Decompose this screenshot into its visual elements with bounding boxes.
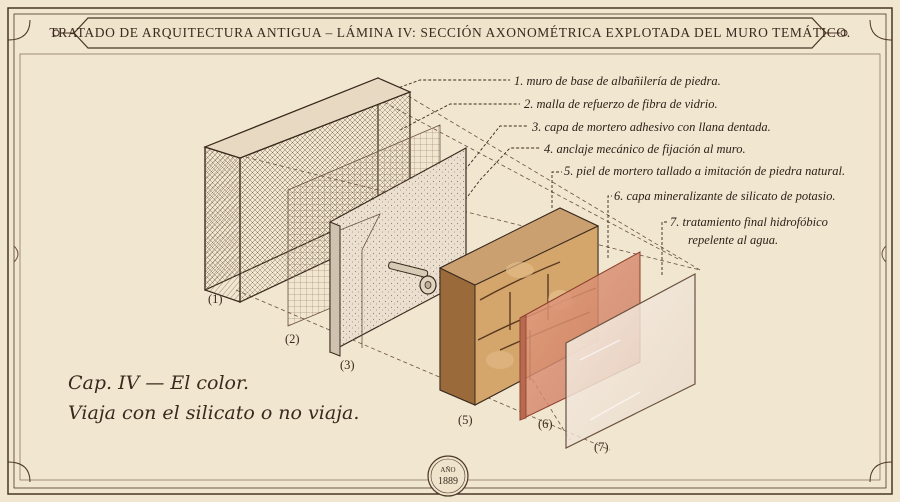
- title-band-frame: [52, 17, 848, 49]
- label-6: 6. capa mineralizante de silicato de pot…: [614, 189, 836, 203]
- layer-number-1: (1): [208, 292, 223, 306]
- seal-top-text: AÑO: [440, 466, 456, 474]
- layer-7-hydrophobic-treatment: [565, 272, 696, 449]
- layer-number-3: (3): [340, 358, 355, 372]
- plate-title: TRATADO DE ARQUITECTURA ANTIGUA – LÁMINA…: [49, 18, 850, 48]
- seal-year: 1889: [438, 476, 458, 487]
- layer-number-7: (7): [594, 440, 609, 454]
- layer-3-adhesive-mortar: [329, 146, 467, 357]
- layer-number-6: (6): [538, 417, 553, 431]
- layer-4-mechanical-anchor: [388, 261, 437, 295]
- label-4: 4. anclaje mecánico de fijación al muro.: [544, 142, 746, 156]
- caption-line-2: Viaja con el silicato o no viaja.: [68, 402, 360, 424]
- layer-number-2: (2): [285, 332, 300, 346]
- label-2: 2. malla de refuerzo de fibra de vidrio.: [524, 97, 718, 111]
- layer-number-5: (5): [458, 413, 473, 427]
- year-seal: AÑO 1889: [427, 455, 469, 497]
- caption-line-1: Cap. IV — El color.: [68, 372, 250, 394]
- label-7-line-1: 7. tratamiento final hidrofóbico: [670, 215, 828, 229]
- year-seal-frame: [427, 455, 469, 497]
- plate-title-text: TRATADO DE ARQUITECTURA ANTIGUA – LÁMINA…: [49, 25, 851, 40]
- label-5: 5. piel de mortero tallado a imitación d…: [564, 164, 846, 178]
- label-3: 3. capa de mortero adhesivo con llana de…: [532, 120, 771, 134]
- label-1: 1. muro de base de albañilería de piedra…: [514, 74, 721, 88]
- label-7-line-2: repelente al agua.: [688, 233, 779, 247]
